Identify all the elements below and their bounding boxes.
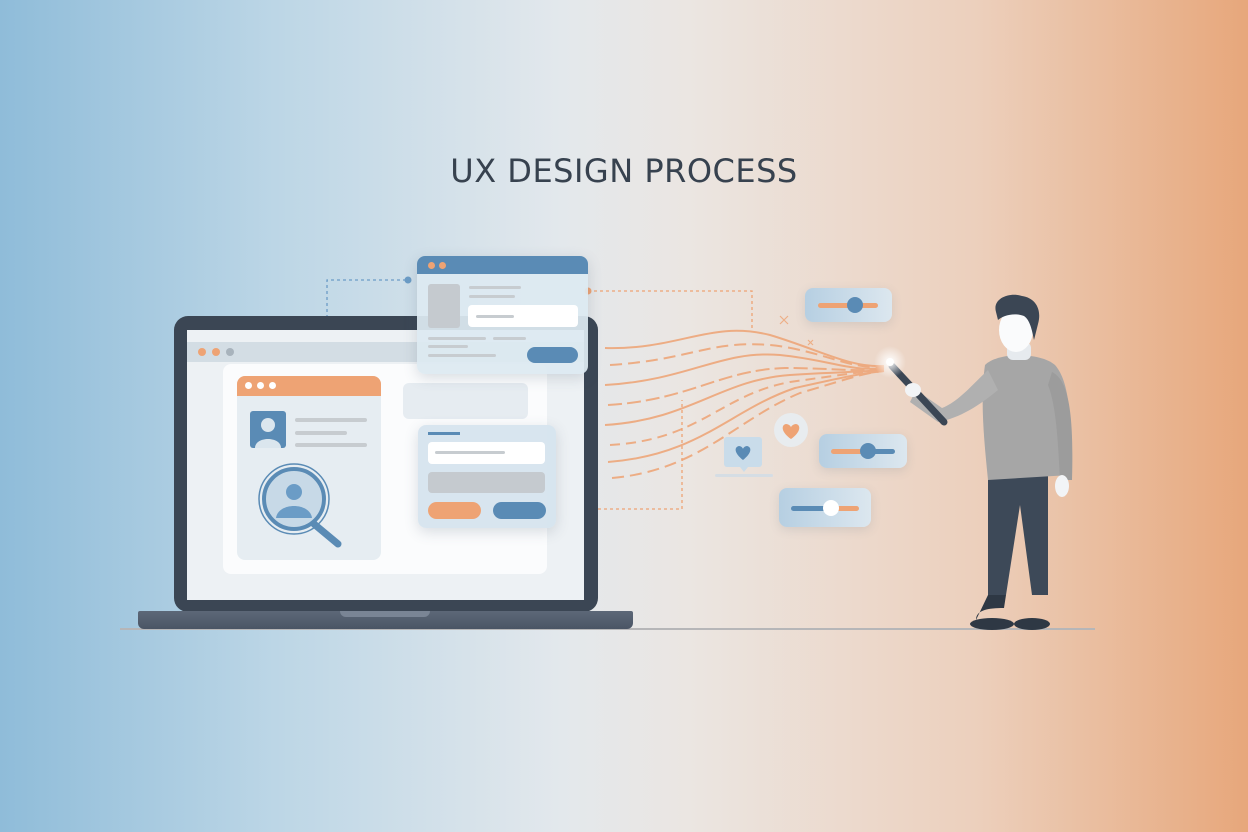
text-placeholder	[476, 315, 514, 318]
user-avatar-icon	[250, 411, 286, 448]
laptop-base	[138, 611, 633, 629]
submit-button[interactable]	[493, 502, 546, 519]
slider-knob[interactable]	[847, 297, 863, 313]
card-dot-icon	[245, 382, 252, 389]
text-placeholder	[295, 418, 367, 422]
heart-chat-icon	[715, 437, 773, 477]
profile-card-header	[237, 376, 381, 396]
slider-knob[interactable]	[823, 500, 839, 516]
window-action-button[interactable]	[527, 347, 578, 363]
card-dot-icon	[269, 382, 276, 389]
text-placeholder	[493, 337, 526, 340]
image-placeholder	[428, 284, 460, 328]
slider-knob[interactable]	[860, 443, 876, 459]
laptop-notch	[340, 611, 430, 617]
heart-bubble-icon	[774, 413, 808, 447]
browser-dot-icon	[226, 348, 234, 356]
text-placeholder	[295, 431, 347, 435]
slider-track[interactable]	[833, 506, 859, 511]
floating-window-header	[417, 256, 588, 274]
text-placeholder	[469, 295, 515, 298]
window-input-field[interactable]	[468, 305, 578, 327]
card-dot-icon	[257, 382, 264, 389]
form-title-bar	[428, 432, 460, 435]
page-title: UX DESIGN PROCESS	[450, 152, 798, 190]
text-placeholder	[295, 443, 367, 447]
text-placeholder	[435, 451, 505, 454]
ground-line	[120, 628, 1095, 630]
user-search-magnifier-icon	[258, 463, 342, 548]
text-placeholder	[469, 286, 521, 289]
slider-track[interactable]	[791, 506, 827, 511]
form-select-field[interactable]	[428, 472, 545, 493]
cancel-button[interactable]	[428, 502, 481, 519]
browser-dot-icon	[212, 348, 220, 356]
text-placeholder	[428, 337, 486, 340]
text-placeholder	[428, 354, 496, 357]
text-placeholder	[428, 345, 468, 348]
slider-track[interactable]	[831, 449, 869, 454]
designer-person-illustration	[874, 294, 1073, 630]
window-dot-icon	[439, 262, 446, 269]
placeholder-box	[403, 383, 528, 419]
window-dot-icon	[428, 262, 435, 269]
slider-track[interactable]	[869, 449, 895, 454]
profile-card	[237, 376, 381, 560]
browser-dot-icon	[198, 348, 206, 356]
